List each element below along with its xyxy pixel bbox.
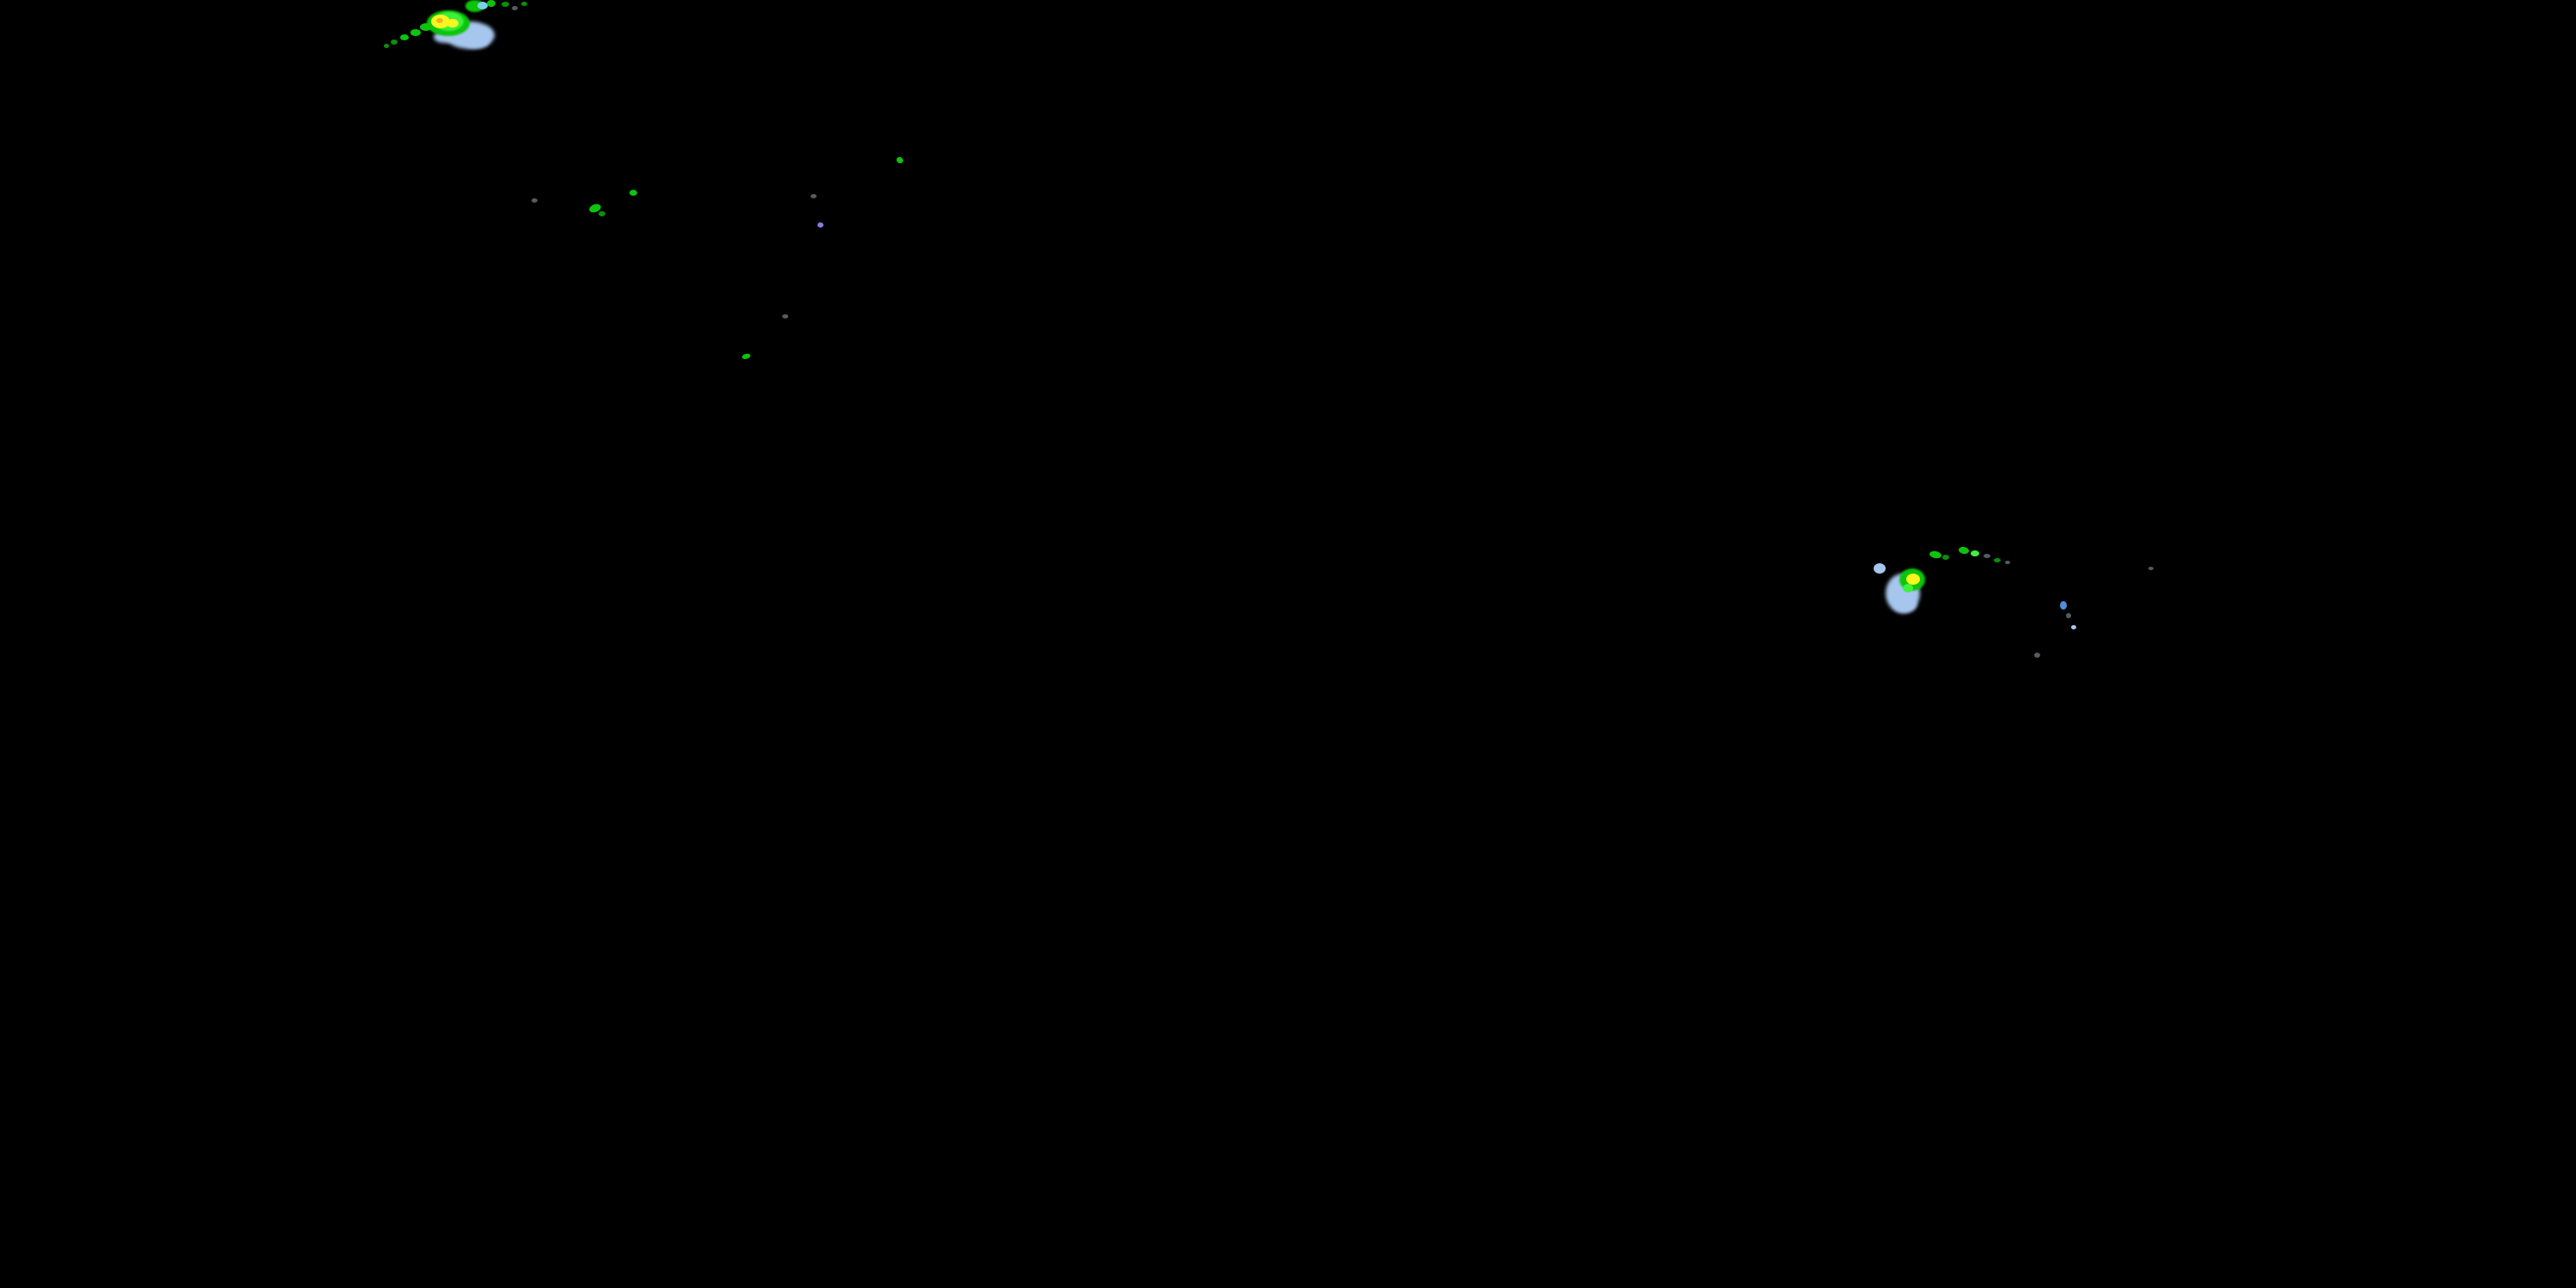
radar-echo: [1942, 555, 1949, 560]
radar-echo: [811, 194, 817, 198]
radar-echo: [391, 39, 398, 45]
radar-echo: [2034, 653, 2040, 658]
radar-echo: [1894, 597, 1917, 612]
radar-echo: [436, 18, 443, 23]
radar-echo: [1958, 546, 1970, 555]
radar-echo: [2148, 567, 2154, 570]
radar-echo: [384, 44, 389, 48]
radar-echo: [1984, 554, 1990, 558]
radar-echo: [629, 190, 637, 196]
radar-echo: [501, 2, 509, 7]
radar-echo: [447, 19, 459, 27]
radar-echo: [2066, 613, 2071, 618]
radar-echo: [400, 34, 409, 40]
radar-echo: [2060, 601, 2067, 610]
radar-echo: [512, 6, 518, 10]
radar-echo: [1994, 558, 2001, 562]
radar-echo: [464, 34, 489, 48]
radar-echo: [1874, 563, 1886, 574]
radar-echo: [521, 2, 527, 6]
radar-echo: [895, 155, 905, 165]
radar-echo: [741, 352, 751, 361]
radar-echo: [477, 2, 488, 9]
radar-echo: [1903, 584, 1913, 592]
radar-echo: [1906, 574, 1920, 585]
radar-echo: [2005, 561, 2010, 564]
radar-echo: [420, 23, 432, 31]
radar-echo: [598, 211, 605, 216]
radar-echo: [410, 29, 421, 36]
radar-echo: [487, 0, 495, 7]
radar-echo: [782, 314, 788, 319]
radar-echo: [532, 198, 538, 203]
radar-echo: [2071, 625, 2076, 629]
radar-echo: [1929, 550, 1942, 560]
radar-echo: [1971, 550, 1979, 556]
radar-echo: [817, 222, 823, 228]
